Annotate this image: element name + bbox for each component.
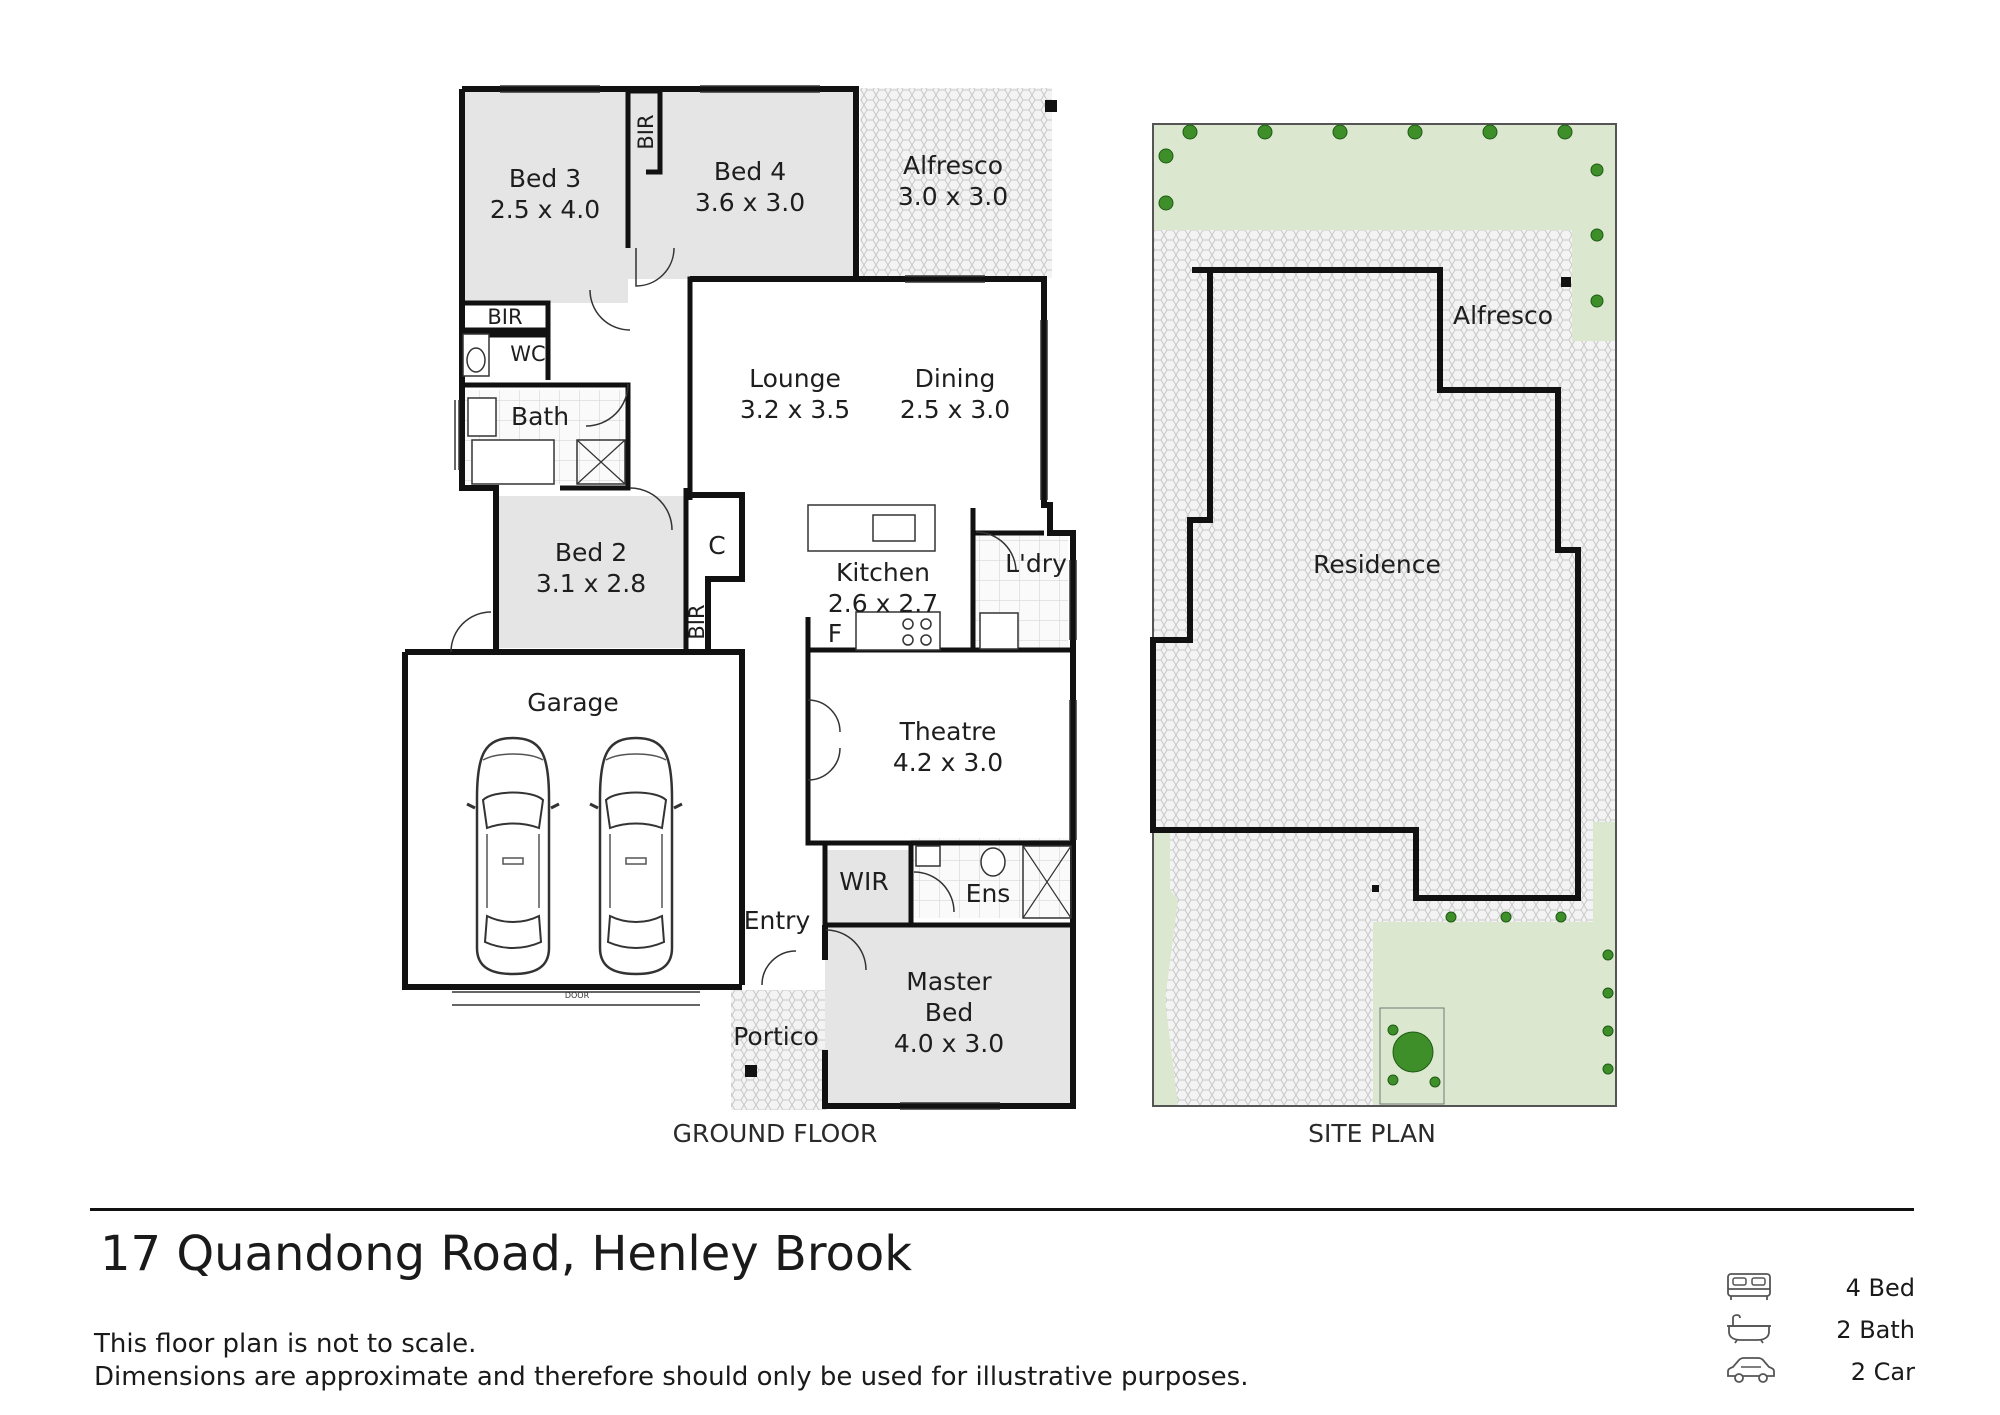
car-count: 2 Car — [1850, 1358, 1915, 1386]
feature-bed: 4 Bed — [1725, 1268, 1915, 1310]
bed4-shade — [628, 91, 854, 279]
bed4-name: Bed 4 — [714, 157, 786, 186]
theatre-name: Theatre — [899, 717, 997, 746]
residence-outline — [1150, 267, 1581, 901]
kitchen-size: 2.6 x 2.7 — [828, 589, 938, 618]
bed2-shade — [496, 496, 686, 648]
floor-plan-drawing: Bed 3 2.5 x 4.0 Bed 4 3.6 x 3.0 Alfresco… — [402, 85, 1617, 1148]
ground-floor-plan: Bed 3 2.5 x 4.0 Bed 4 3.6 x 3.0 Alfresco… — [402, 85, 1604, 1148]
kitchen-name: Kitchen — [836, 558, 930, 587]
garage-door-label: DOOR — [565, 991, 590, 1000]
ensuite-label: Ens — [966, 879, 1011, 908]
dining-size: 2.5 x 3.0 — [900, 395, 1010, 424]
property-features: 4 Bed 2 Bath 2 Car — [1725, 1268, 1915, 1394]
master-name-1: Master — [906, 967, 992, 996]
bed-icon — [1727, 1273, 1771, 1300]
dining-name: Dining — [915, 364, 996, 393]
master-shade — [825, 925, 1073, 1103]
alfresco-paving — [860, 88, 1052, 278]
bir-label-bed4: BIR — [634, 114, 658, 149]
outer-walls — [402, 86, 1076, 1109]
site-post-2 — [1372, 885, 1379, 892]
wir-label: WIR — [839, 867, 888, 896]
site-post-1 — [1561, 277, 1571, 287]
bed-count: 4 Bed — [1845, 1274, 1915, 1302]
alfresco-size: 3.0 x 3.0 — [898, 182, 1008, 211]
disclaimer: This floor plan is not to scale. Dimensi… — [94, 1328, 1248, 1394]
footer-divider — [90, 1208, 1914, 1211]
fridge-label: F — [828, 619, 842, 648]
property-address: 17 Quandong Road, Henley Brook — [100, 1226, 913, 1282]
site-alfresco-label: Alfresco — [1453, 301, 1553, 330]
side-lawn-right — [1593, 822, 1615, 922]
bed2-name: Bed 2 — [555, 538, 627, 567]
lounge-name: Lounge — [749, 364, 841, 393]
bath-count: 2 Bath — [1836, 1316, 1915, 1344]
wir-shade — [825, 850, 911, 925]
bed3-size: 2.5 x 4.0 — [490, 195, 600, 224]
cupboard-label: C — [708, 531, 725, 560]
fixtures — [462, 100, 1072, 1077]
residence-label: Residence — [1313, 550, 1441, 579]
feature-car: 2 Car — [1725, 1352, 1915, 1394]
side-lawn-left — [1154, 832, 1178, 1105]
portico-label: Portico — [733, 1022, 819, 1051]
site-plan: Alfresco Residence SITE PLAN — [1150, 123, 1617, 1148]
bed3-name: Bed 3 — [509, 164, 581, 193]
garage-label: Garage — [527, 688, 619, 717]
car-icon — [1727, 1357, 1775, 1383]
bath-label: Bath — [511, 402, 569, 431]
disclaimer-line-1: This floor plan is not to scale. — [94, 1329, 477, 1359]
theatre-size: 4.2 x 3.0 — [893, 748, 1003, 777]
bir-label-bed3: BIR — [487, 305, 522, 329]
master-size: 4.0 x 3.0 — [894, 1029, 1004, 1058]
bathtub-icon — [1727, 1314, 1771, 1344]
entry-label: Entry — [744, 906, 811, 935]
car-icon-1 — [465, 736, 561, 976]
laundry-label: L'dry — [1005, 549, 1067, 578]
master-name-2: Bed — [925, 998, 973, 1027]
bed3-shade — [464, 91, 628, 303]
alfresco-name: Alfresco — [903, 151, 1003, 180]
site-plan-caption: SITE PLAN — [1308, 1119, 1436, 1148]
wc-label: WC — [510, 342, 545, 366]
bed4-size: 3.6 x 3.0 — [695, 188, 805, 217]
front-lawn-top — [1154, 125, 1615, 230]
windows — [452, 85, 1077, 1110]
ground-floor-caption: GROUND FLOOR — [673, 1119, 878, 1148]
bir-label-bed2: BIR — [685, 604, 709, 639]
car-icon-2 — [588, 736, 684, 976]
site-trees — [1158, 124, 1614, 1088]
feature-bath: 2 Bath — [1725, 1310, 1915, 1352]
lounge-size: 3.2 x 3.5 — [740, 395, 850, 424]
portico-paving — [731, 990, 827, 1110]
bed2-size: 3.1 x 2.8 — [536, 569, 646, 598]
disclaimer-line-2: Dimensions are approximate and therefore… — [94, 1362, 1249, 1392]
